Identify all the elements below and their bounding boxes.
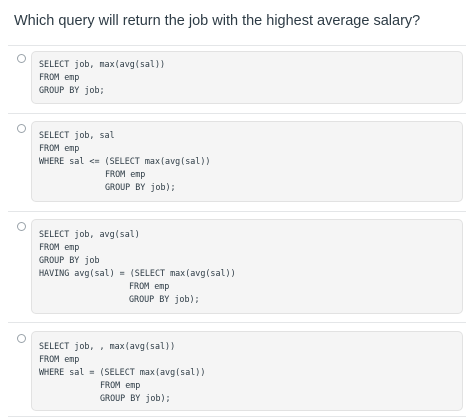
code-line: FROM emp (100, 380, 141, 390)
code-line: FROM emp (39, 72, 80, 82)
answer-option-2-code[interactable]: SELECT job, sal FROM emp WHERE sal <= (S… (31, 121, 463, 202)
code-line: GROUP BY job (39, 255, 100, 265)
code-line: GROUP BY job); (129, 294, 200, 304)
divider (8, 211, 466, 212)
code-line: GROUP BY job; (39, 85, 105, 95)
code-line: SELECT job, max(avg(sal)) (39, 59, 166, 69)
answer-option-3-code[interactable]: SELECT job, avg(sal) FROM emp GROUP BY j… (31, 219, 463, 314)
code-line: FROM emp (129, 281, 170, 291)
code-line: GROUP BY job); (100, 393, 171, 403)
code-line: FROM emp (39, 354, 80, 364)
code-line: FROM emp (39, 143, 80, 153)
code-line: SELECT job, , max(avg(sal)) (39, 341, 176, 351)
answer-option-3-radio[interactable] (17, 222, 26, 231)
divider (8, 45, 466, 46)
code-line: HAVING avg(sal) = (SELECT max(avg(sal)) (39, 268, 236, 278)
code-line: GROUP BY job); (105, 182, 176, 192)
code-line: FROM emp (105, 169, 146, 179)
answer-option-1-radio[interactable] (17, 54, 26, 63)
code-line: WHERE sal = (SELECT max(avg(sal)) (39, 367, 206, 377)
divider (8, 416, 466, 417)
code-line: SELECT job, sal (39, 130, 115, 140)
answer-option-1-code[interactable]: SELECT job, max(avg(sal)) FROM emp GROUP… (31, 51, 463, 104)
code-line: WHERE sal <= (SELECT max(avg(sal)) (39, 156, 211, 166)
divider (8, 322, 466, 323)
divider (8, 113, 466, 114)
answer-option-4-code[interactable]: SELECT job, , max(avg(sal)) FROM emp WHE… (31, 331, 463, 411)
answer-option-2-radio[interactable] (17, 124, 26, 133)
code-line: SELECT job, avg(sal) (39, 229, 140, 239)
question-text: Which query will return the job with the… (14, 13, 421, 29)
answer-option-4-radio[interactable] (17, 334, 26, 343)
code-line: FROM emp (39, 242, 80, 252)
